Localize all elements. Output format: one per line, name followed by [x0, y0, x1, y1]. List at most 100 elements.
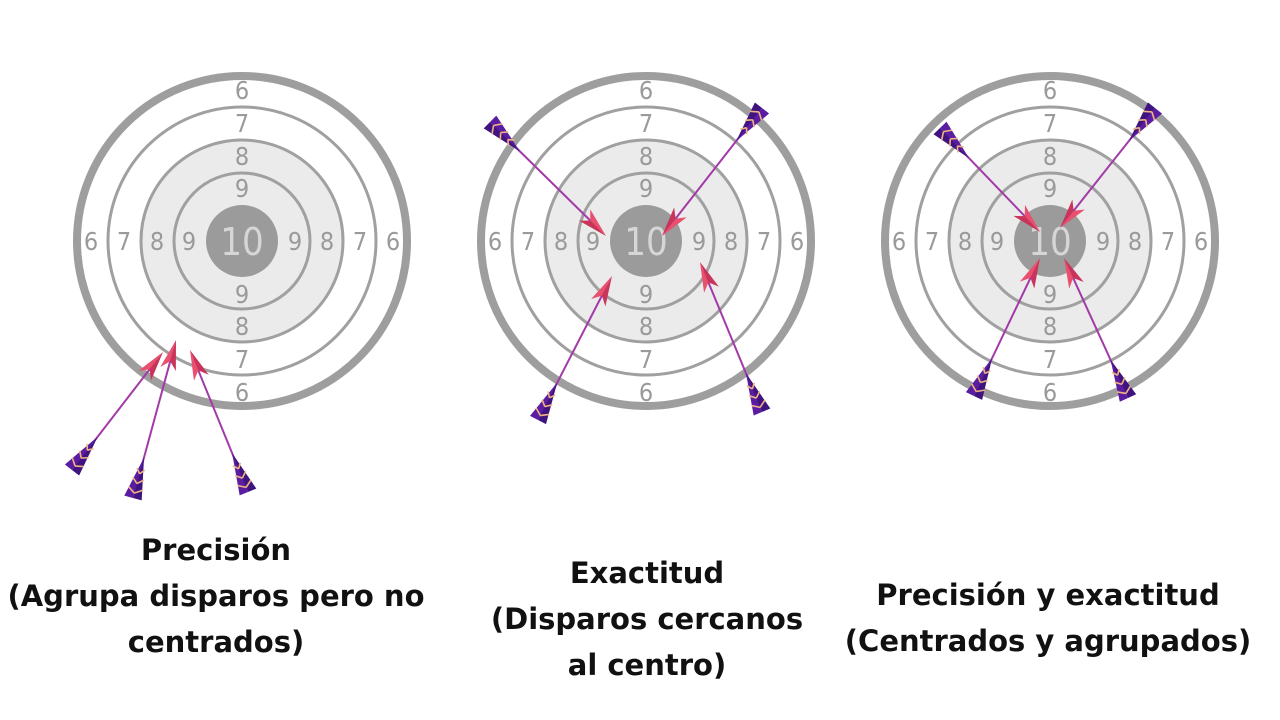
ring-number: 9: [235, 280, 249, 309]
ring-number: 9: [1096, 227, 1110, 256]
caption-title: Precisión: [140, 533, 292, 567]
ring-number: 7: [521, 227, 535, 256]
fletching: [745, 373, 762, 416]
arrowhead: [1019, 258, 1040, 282]
bullseye-number: 10: [220, 220, 264, 264]
bullseye-number: 10: [624, 220, 668, 264]
fletching-stripe: [758, 111, 763, 121]
ring-number: 9: [182, 227, 196, 256]
arrowhead: [1060, 199, 1074, 228]
arrow-icon: [933, 121, 1040, 232]
fletching-stripe: [984, 369, 991, 375]
fletching-stripe: [1117, 391, 1127, 395]
fletching-stripe: [1125, 385, 1132, 394]
fletching: [1110, 359, 1128, 402]
arrowhead: [601, 276, 612, 307]
ring-number: 6: [639, 76, 653, 105]
ring-number: 8: [958, 227, 972, 256]
ring-number: 6: [235, 378, 249, 407]
fletching-stripe: [982, 367, 986, 374]
fletching: [538, 382, 558, 425]
ring-number: 8: [1043, 312, 1057, 341]
arrow-icon: [529, 276, 612, 425]
fletching-stripe: [980, 379, 988, 384]
fletching-stripe: [127, 485, 135, 494]
ring-number: 8: [639, 312, 653, 341]
fletching-stripe: [136, 479, 145, 485]
ring-number: 6: [892, 227, 906, 256]
ring-number: 9: [639, 174, 653, 203]
ring-number: 8: [1043, 142, 1057, 171]
caption-precision: Precisión (Agrupa disparos pero no centr…: [0, 527, 432, 665]
ring-number: 9: [288, 227, 302, 256]
fletching-stripe: [1111, 371, 1118, 376]
ring-number: 7: [235, 109, 249, 138]
bullseye: [206, 205, 278, 277]
ring-number: 9: [990, 227, 1004, 256]
fletching-stripe: [740, 126, 747, 130]
fletching-stripe: [500, 131, 509, 134]
fletching-stripe: [234, 474, 243, 479]
ring-number: 6: [1194, 227, 1208, 256]
fletching-stripe: [755, 390, 761, 399]
caption-line: centrados): [127, 625, 305, 659]
fletching-stripe: [1151, 111, 1156, 121]
arrow-icon: [124, 340, 176, 501]
ring-number: 8: [235, 312, 249, 341]
ring-number: 8: [554, 227, 568, 256]
fletching-stripe: [751, 382, 756, 390]
arrow-icon: [190, 350, 257, 496]
arrowhead: [1013, 215, 1040, 232]
arrowhead: [700, 262, 709, 293]
arrowhead: [1064, 258, 1084, 282]
fletching-stripe: [540, 413, 550, 417]
ring-number: 8: [150, 227, 164, 256]
arrowhead: [190, 350, 199, 381]
arrow-icon: [965, 258, 1040, 400]
ring-number: 7: [925, 227, 939, 256]
arrow-icon: [1064, 258, 1137, 402]
arrowhead: [1064, 258, 1074, 289]
caption-precision-y-exactitud: Precisión y exactitud (Centrados y agrup…: [838, 572, 1258, 664]
arrowhead: [591, 276, 612, 300]
fletching-stripe: [547, 391, 551, 398]
arrow-icon: [662, 102, 770, 236]
fletching-stripe: [71, 457, 76, 467]
fletching-stripe: [134, 489, 143, 494]
arrowhead: [149, 352, 163, 381]
fletching-stripe: [1121, 377, 1126, 385]
fletching-stripe: [1116, 368, 1120, 376]
fletching-stripe: [132, 476, 138, 484]
fletching-stripe: [1114, 381, 1122, 386]
fletching-stripe: [748, 394, 757, 399]
arrowhead: [138, 352, 163, 371]
fletching-stripe: [237, 462, 242, 470]
fletching-stripe: [493, 122, 503, 127]
fletching-stripe: [943, 129, 953, 133]
fletching-stripe: [237, 484, 247, 489]
fletching-stripe: [544, 404, 553, 408]
ring-number: 6: [1043, 378, 1057, 407]
fletching-stripe: [136, 467, 141, 475]
ring-number: 6: [790, 227, 804, 256]
fletching-stripe: [1133, 126, 1140, 130]
ring-number: 9: [692, 227, 706, 256]
fletching-stripe: [976, 389, 986, 393]
ring-number: 7: [1161, 227, 1175, 256]
bullseye: [610, 205, 682, 277]
fletching-stripe: [1144, 119, 1148, 128]
arrowhead: [590, 209, 606, 236]
fletching-stripe: [956, 145, 959, 153]
fletching-stripe: [948, 138, 952, 147]
ring-number: 6: [235, 76, 249, 105]
ring-number: 7: [1043, 345, 1057, 374]
arrowhead: [160, 340, 176, 367]
ring-number: 8: [639, 142, 653, 171]
ring-number: 7: [1043, 109, 1057, 138]
arrowhead: [578, 220, 606, 236]
ring-number: 9: [639, 280, 653, 309]
